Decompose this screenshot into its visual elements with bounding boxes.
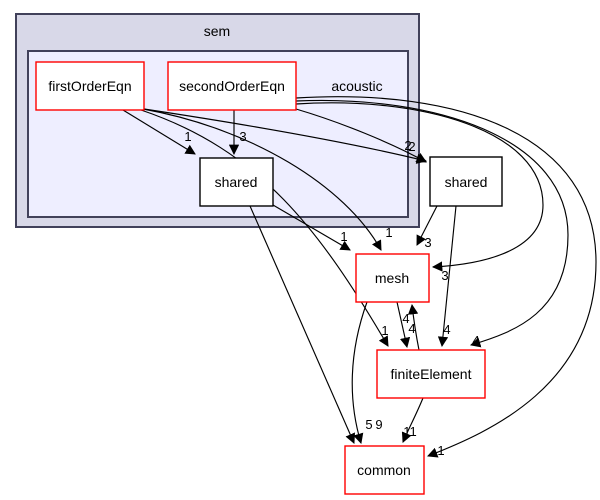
edge-label: 1 [340,229,347,244]
edge-finiteElement-to-common [401,397,424,443]
node-secondOrderEqn-rect[interactable] [167,61,297,111]
edge-firstOrderEqn-to-shared-sem [122,109,196,155]
edge-label: 5 [365,417,372,432]
edge-label: 11 [403,424,417,439]
node-shared-sem[interactable]: shared [199,157,274,207]
edge-mesh-to-common [351,301,368,444]
node-shared-label[interactable]: shared [445,174,488,190]
node-finiteElement-rect[interactable] [376,349,486,399]
edge-label: 2 [404,138,411,153]
node-common-rect[interactable] [344,445,425,495]
edge-label: 1 [437,443,444,458]
edge-labels: 1 3 2 2 1 1 3 4 1 1 5 3 4 4 9 4 11 [184,129,479,458]
edge-label: 3 [424,235,431,250]
edge-label: 4 [402,311,409,326]
node-mesh-label[interactable]: mesh [375,270,409,286]
node-finiteElement[interactable]: finiteElement [376,349,486,399]
edge-label: 3 [239,129,246,144]
edge-label: 4 [408,321,415,336]
edge-shared-sem-to-mesh [272,204,351,251]
node-firstOrderEqn-label[interactable]: firstOrderEqn [48,78,131,94]
edge-label: 1 [385,225,392,240]
edge-finiteElement-to-mesh [407,303,420,351]
edge-secondOrderEqn-to-finiteElement [295,99,569,348]
edge-label: 1 [184,129,191,144]
node-shared[interactable]: shared [429,156,503,207]
edge-shared-to-finiteElement [437,205,457,348]
node-shared-sem-rect[interactable] [199,157,274,207]
edge-shared-sem-to-common [249,205,355,444]
edge-label: 3 [441,268,448,283]
edge-secondOrderEqn-to-common [295,96,597,458]
edge-label: 4 [472,333,479,348]
node-firstOrderEqn[interactable]: firstOrderEqn [35,61,145,111]
node-secondOrderEqn[interactable]: secondOrderEqn [167,61,297,111]
edges [122,96,597,458]
cluster-sem-label[interactable]: sem [204,23,230,39]
edge-shared-to-mesh [416,205,438,246]
edge-secondOrderEqn-to-mesh [295,102,544,272]
edge-label: 1 [381,323,388,338]
edge-label: 2 [408,139,415,154]
cluster-acoustic-label[interactable]: acoustic [331,78,382,94]
edge-secondOrderEqn-to-shared [295,108,427,163]
node-firstOrderEqn-rect[interactable] [35,61,145,111]
node-mesh[interactable]: mesh [355,253,430,303]
node-common[interactable]: common [344,445,425,495]
node-mesh-rect[interactable] [355,253,430,303]
edge-mesh-to-finiteElement [396,301,411,349]
edge-label: 9 [375,417,382,432]
node-secondOrderEqn-label[interactable]: secondOrderEqn [179,78,285,94]
node-finiteElement-label[interactable]: finiteElement [391,366,472,382]
edge-firstOrderEqn-to-shared [143,108,428,164]
node-shared-sem-label[interactable]: shared [215,174,258,190]
edge-firstOrderEqn-to-mesh [142,108,382,251]
node-common-label[interactable]: common [357,462,411,478]
node-shared-rect[interactable] [429,156,503,207]
edge-label: 4 [443,322,450,337]
